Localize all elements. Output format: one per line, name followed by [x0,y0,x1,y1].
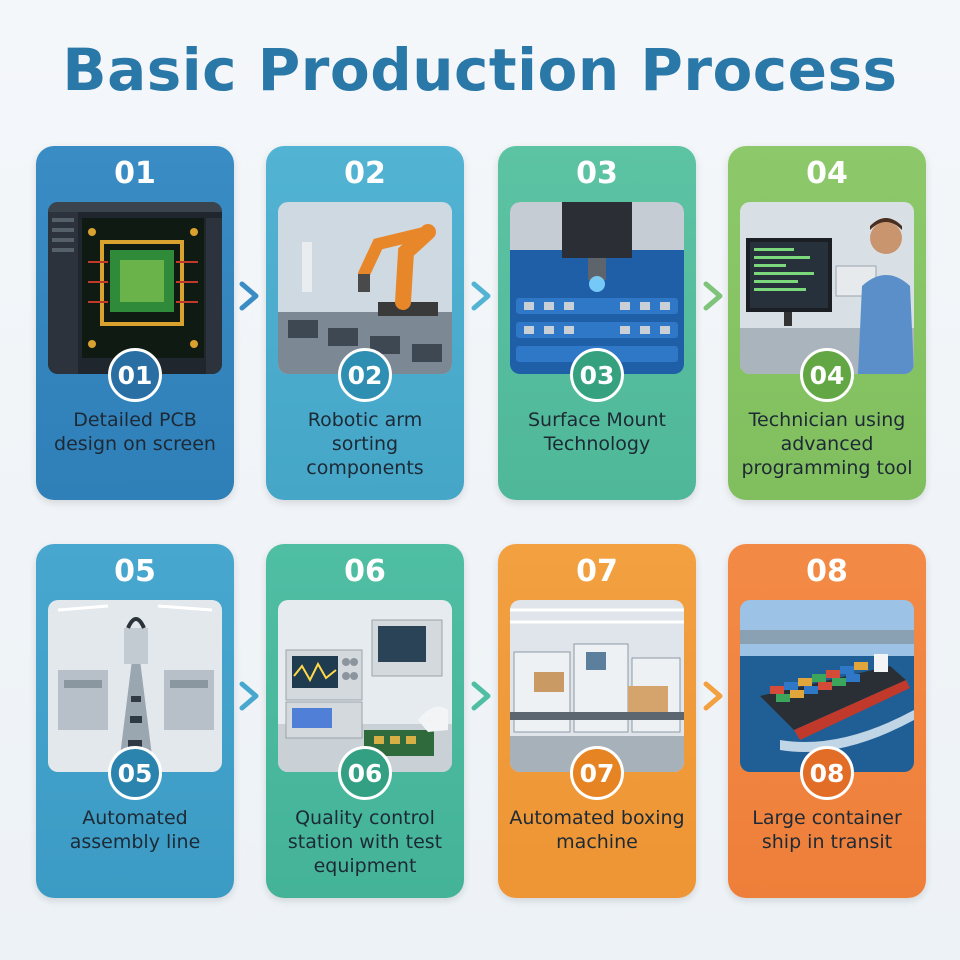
step-badge: 04 [800,348,854,402]
step-card-02: 02 02 Robotic arm sorting components [266,146,464,500]
step-number: 03 [576,156,618,191]
step-number: 01 [114,156,156,191]
step-caption: Automated assembly line [69,807,201,853]
chevron-right-icon [238,280,262,312]
step-card-04: 04 04 Technician using advanced programm… [728,146,926,500]
robotic-arm-image [278,202,452,374]
step-badge: 08 [800,746,854,800]
step-badge: 07 [570,746,624,800]
step-card-08: 08 08 Large container ship in transit [728,544,926,898]
step-card-03: 03 03 Surface Mount Technology [498,146,696,500]
step-number: 05 [114,554,156,589]
step-badge: 03 [570,348,624,402]
step-caption: Detailed PCB design on screen [54,409,216,455]
step-caption: Robotic arm sorting components [306,409,424,479]
step-badge: 01 [108,348,162,402]
page-title: Basic Production Process [62,36,898,104]
step-caption: Large container ship in transit [752,807,902,853]
step-badge: 05 [108,746,162,800]
chevron-right-icon [702,280,726,312]
step-caption: Technician using advanced programming to… [741,409,913,479]
assembly-line-image [48,600,222,772]
chevron-right-icon [470,280,494,312]
boxing-machine-image [510,600,684,772]
chevron-right-icon [702,680,726,712]
chevron-right-icon [238,680,262,712]
step-card-01: 01 01 Detailed PCB design on screen [36,146,234,500]
step-number: 02 [344,156,386,191]
step-badge: 02 [338,348,392,402]
step-number: 06 [344,554,386,589]
smt-machine-image [510,202,684,374]
step-number: 08 [806,554,848,589]
chevron-right-icon [470,680,494,712]
step-card-05: 05 05 Automated assembly line [36,544,234,898]
pcb-design-image [48,202,222,374]
step-caption: Quality control station with test equipm… [287,807,443,877]
step-card-07: 07 07 Automated boxing machine [498,544,696,898]
step-number: 04 [806,156,848,191]
step-card-06: 06 06 Quality control station with test … [266,544,464,898]
step-caption: Surface Mount Technology [528,409,666,455]
step-number: 07 [576,554,618,589]
quality-control-image [278,600,452,772]
step-badge: 06 [338,746,392,800]
step-caption: Automated boxing machine [509,807,685,853]
